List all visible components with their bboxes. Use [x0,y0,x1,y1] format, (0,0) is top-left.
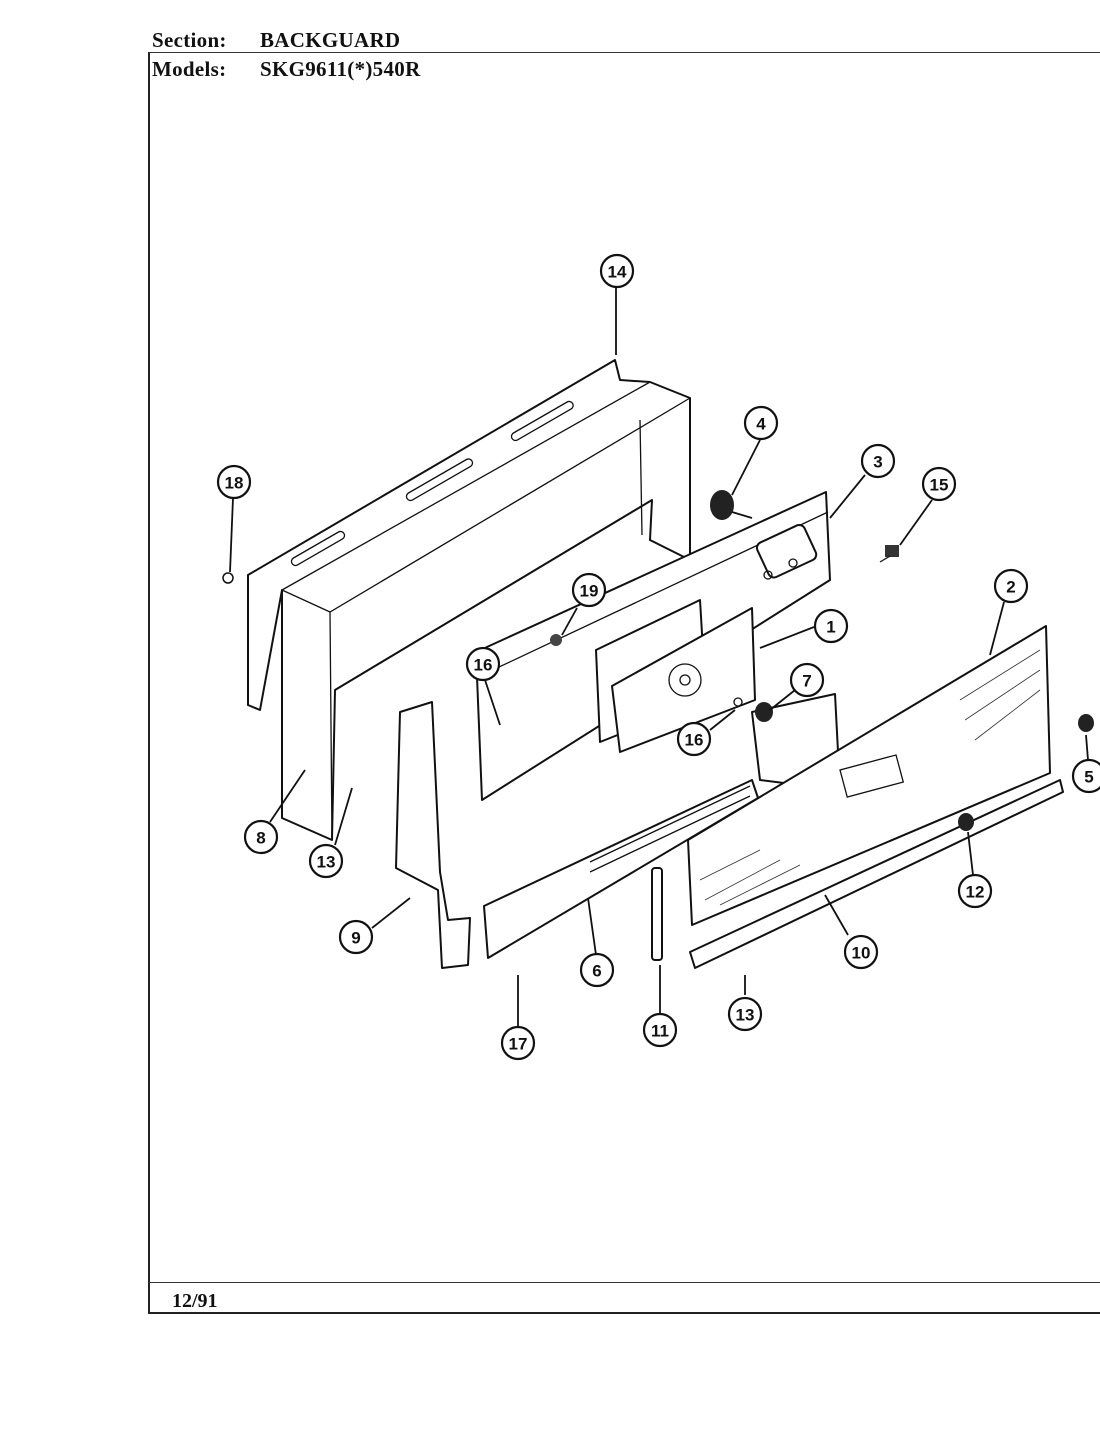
callout-12: 12 [957,873,993,909]
svg-text:11: 11 [651,1022,669,1041]
svg-text:5: 5 [1084,768,1093,787]
callout-19: 19 [571,572,607,608]
models-label: Models: [152,57,227,81]
knob-4 [710,490,753,520]
svg-text:18: 18 [225,474,244,493]
screw-18 [222,572,234,584]
section-label: Section: [152,28,227,52]
svg-text:4: 4 [756,415,766,434]
svg-text:16: 16 [685,731,704,750]
callout-15: 15 [921,466,957,502]
callout-14: 14 [599,253,635,289]
callout-3: 3 [860,443,896,479]
callout-17: 17 [500,1025,536,1061]
callout-9: 9 [338,919,374,955]
svg-text:7: 7 [802,672,811,691]
knob-12 [958,813,974,831]
svg-text:6: 6 [592,962,601,981]
callout-10: 10 [843,934,879,970]
page-frame [148,52,1100,1314]
section-heading: Section: BACKGUARD [152,28,400,53]
svg-text:15: 15 [930,476,949,495]
section-value: BACKGUARD [260,28,401,52]
svg-text:13: 13 [317,853,336,872]
callout-bubbles: 14 4 3 15 18 19 1 2 16 7 16 5 8 13 12 9 … [216,253,1100,1061]
glass-panel [687,625,1051,926]
frame-slots [290,400,574,567]
callout-13a: 13 [308,843,344,879]
bracket-15 [879,545,899,563]
svg-text:10: 10 [852,944,871,963]
rod-11 [651,867,663,961]
svg-text:1: 1 [826,618,835,637]
leader-lines [229,288,1089,1028]
svg-text:8: 8 [256,829,265,848]
knob-5 [1078,714,1094,732]
callout-4: 4 [743,405,779,441]
svg-text:19: 19 [580,582,599,601]
callout-11: 11 [642,1012,678,1048]
vent-panel [483,779,759,959]
nut-19 [550,634,562,646]
svg-text:9: 9 [351,929,360,948]
callout-13b: 13 [727,996,763,1032]
models-heading: Models: SKG9611(*)540R [152,57,421,82]
callout-1: 1 [813,608,849,644]
svg-text:16: 16 [474,656,493,675]
side-bracket [395,701,471,969]
clock-panel [595,599,756,753]
models-value: SKG9611(*)540R [260,57,421,81]
revision-date: 12/91 [172,1290,218,1312]
callout-18: 18 [216,464,252,500]
callout-2: 2 [993,568,1029,604]
rear-frame [247,359,691,841]
callout-5: 5 [1071,758,1100,794]
callout-16b: 16 [676,721,712,757]
svg-text:2: 2 [1006,578,1015,597]
footer-divider [148,1282,1100,1283]
svg-text:3: 3 [873,453,882,472]
callout-6: 6 [579,952,615,988]
svg-text:17: 17 [509,1035,528,1054]
callout-8: 8 [243,819,279,855]
svg-text:12: 12 [966,883,985,902]
svg-text:14: 14 [608,263,627,282]
svg-text:13: 13 [736,1006,755,1025]
callout-7: 7 [789,662,825,698]
callout-16a: 16 [465,646,501,682]
